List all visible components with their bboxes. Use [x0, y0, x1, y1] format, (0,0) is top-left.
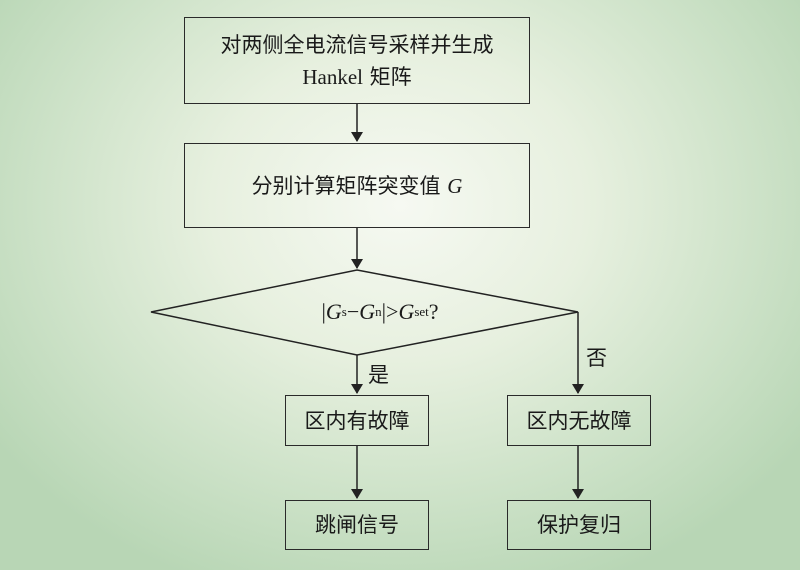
step-sample-hankel: 对两侧全电流信号采样并生成 Hankel 矩阵 — [184, 17, 530, 104]
step-compute-mutation: 分别计算矩阵突变值 G — [184, 143, 530, 228]
action-protection-reset: 保护复归 — [507, 500, 651, 550]
step-sample-line2: Hankel 矩阵 — [302, 64, 412, 89]
result-fault-in-zone: 区内有故障 — [285, 395, 429, 446]
branch-yes-label: 是 — [368, 363, 389, 387]
result-no-fault-in-zone: 区内无故障 — [507, 395, 651, 446]
action-trip-signal: 跳闸信号 — [285, 500, 429, 550]
step-compute-text: 分别计算矩阵突变值 G — [251, 173, 463, 198]
branch-no-label: 否 — [586, 346, 607, 370]
step-sample-line1: 对两侧全电流信号采样并生成 — [220, 32, 494, 57]
